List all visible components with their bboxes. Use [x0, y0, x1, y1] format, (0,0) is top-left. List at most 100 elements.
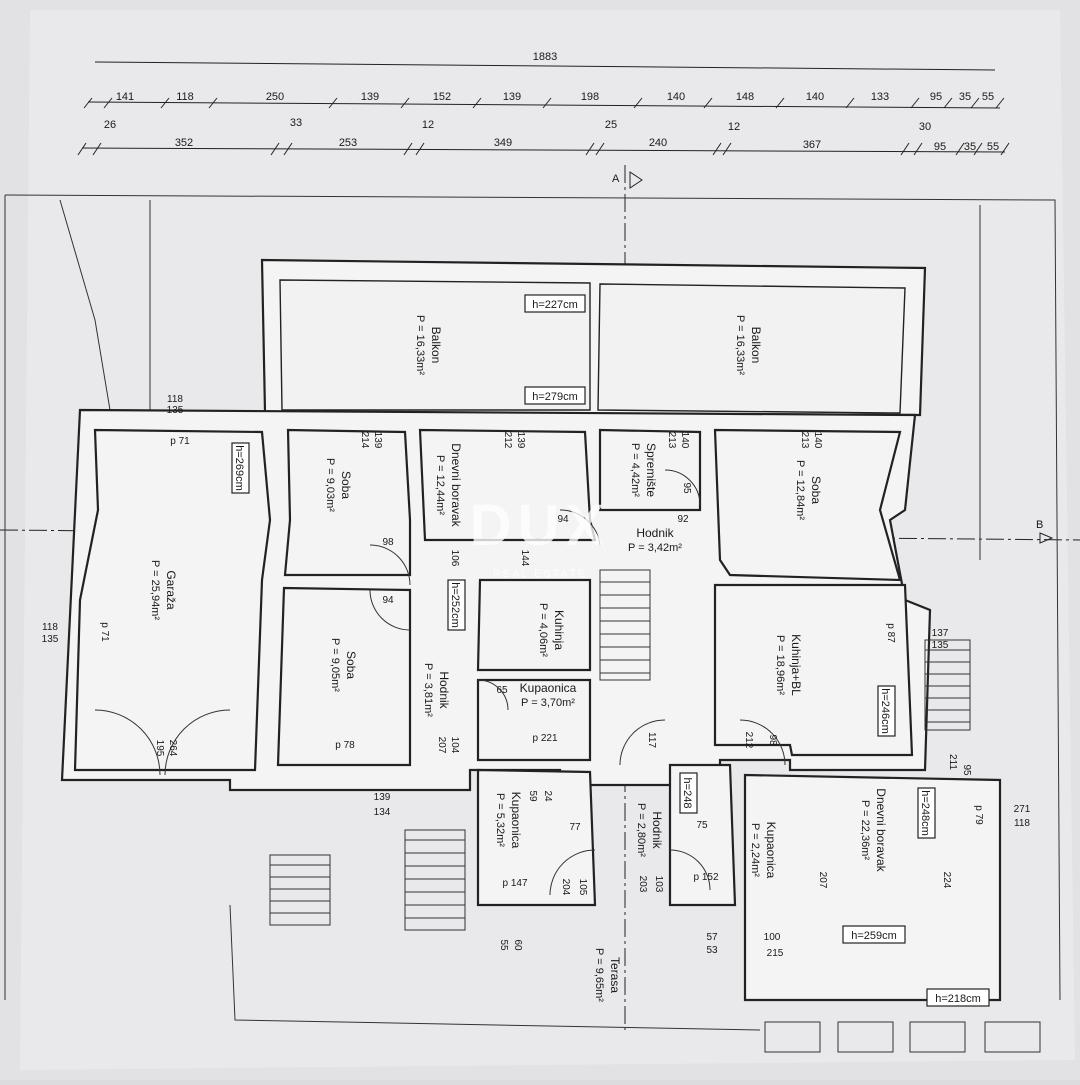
dim-row1-value: 139 — [503, 91, 521, 103]
opening-dim: 214 — [359, 432, 370, 449]
section-arrow-b — [1039, 532, 1054, 544]
dim-tick — [995, 97, 1005, 109]
opening-dim: 207 — [436, 737, 447, 754]
parapet-label: p 87 — [885, 623, 896, 643]
parapet-label: p 221 — [532, 733, 557, 744]
height-value: h=279cm — [532, 391, 578, 403]
dim-row2-value: 35 — [964, 141, 976, 153]
height-box: h=246cm — [877, 685, 896, 737]
opening-dim: 139 — [374, 792, 391, 803]
balcony-structure — [260, 258, 927, 417]
dim-tick — [160, 97, 170, 109]
opening-dim: 104 — [449, 737, 460, 754]
opening-dim: 139 — [515, 432, 526, 449]
height-value: h=246cm — [879, 688, 891, 734]
dim-row1-value: 198 — [581, 91, 599, 103]
opening-dim: 117 — [646, 732, 657, 748]
dim-tick — [943, 97, 953, 109]
room-area: P = 5,32m² — [494, 793, 506, 847]
dim-tick — [328, 97, 338, 109]
dim-row2-value: 55 — [987, 141, 999, 153]
dim-row2-value: 352 — [175, 137, 193, 149]
dim-row1-value: 140 — [667, 91, 685, 103]
room-area: P = 22,36m² — [859, 800, 871, 860]
dim-tick — [400, 97, 410, 109]
opening-dim: 213 — [666, 432, 677, 449]
opening-dim: 207 — [817, 872, 828, 889]
dim-tick — [722, 142, 732, 156]
dim-tick — [542, 97, 552, 109]
opening-dim: 140 — [812, 432, 823, 449]
dim-row1-value: 95 — [930, 91, 942, 103]
dim-row2-value: 12 — [422, 119, 434, 131]
room-name: Soba — [339, 471, 353, 499]
room-name: Hodnik — [650, 811, 664, 849]
opening-dim: 212 — [743, 732, 754, 749]
opening-dim: 224 — [941, 872, 952, 889]
dim-tick — [955, 142, 965, 156]
dim-row2-value: 367 — [803, 139, 821, 151]
watermark-sub: REAL ESTATE — [493, 568, 588, 580]
dim-row1-value: 133 — [871, 91, 889, 103]
height-value: h=248 — [681, 778, 693, 809]
opening-dim: 134 — [374, 807, 391, 818]
opening-dim: 98 — [767, 734, 778, 746]
room-name: Kupaonica — [520, 681, 577, 695]
opening-dim: 135 — [167, 405, 184, 416]
dim-row2-value: 240 — [649, 137, 667, 149]
opening-dim: 92 — [677, 514, 689, 525]
opening-dim: 118 — [42, 622, 58, 633]
opening-dim: 135 — [932, 640, 949, 651]
room-name: Hodnik — [437, 671, 451, 709]
height-value: h=269cm — [233, 445, 245, 491]
dim-tick — [845, 97, 855, 109]
dim-total: 1883 — [533, 51, 557, 63]
dim-row2-value: 33 — [290, 117, 302, 129]
room-area: P = 9,05m² — [329, 638, 341, 692]
opening-dim: 75 — [696, 820, 708, 831]
opening-dim: 95 — [681, 482, 692, 494]
parapet-label: p 147 — [502, 878, 527, 889]
room-name: Soba — [809, 476, 823, 504]
dim-tick — [633, 97, 643, 109]
opening-dim: 118 — [167, 394, 183, 405]
parapet-label: p 152 — [693, 872, 718, 883]
height-box-frame — [231, 442, 250, 494]
section-marker-b: B — [1036, 519, 1043, 531]
dim-tick — [595, 142, 605, 156]
opening-dim: 24 — [542, 790, 553, 802]
opening-dim: 103 — [653, 876, 664, 893]
opening-dim: 118 — [1014, 818, 1030, 829]
opening-dim: 94 — [382, 595, 394, 606]
parapet-label: p 79 — [973, 805, 984, 825]
height-box: h=248cm — [917, 787, 936, 839]
dim-tick — [775, 97, 785, 109]
opening-dim: 94 — [557, 514, 569, 525]
dim-row1-value: 35 — [959, 91, 971, 103]
height-box: h=252cm — [447, 579, 466, 631]
terrace-pavers — [229, 904, 1041, 1053]
height-box-frame — [447, 579, 466, 631]
height-box: h=227cm — [524, 294, 586, 313]
height-box: h=269cm — [231, 442, 250, 494]
door-swings — [94, 469, 786, 896]
room-name: Hodnik — [636, 526, 674, 540]
dimension-total: 1883 — [533, 51, 557, 63]
room-name: Spremište — [644, 443, 658, 497]
dim-tick — [712, 142, 722, 156]
opening-dim: 212 — [502, 432, 513, 449]
opening-dim: 100 — [764, 932, 781, 943]
room-name: Kupaonica — [764, 822, 778, 879]
dim-tick — [472, 97, 482, 109]
dim-tick — [103, 97, 113, 109]
dim-row1-value: 250 — [266, 91, 284, 103]
room-name: Terasa — [608, 957, 622, 993]
